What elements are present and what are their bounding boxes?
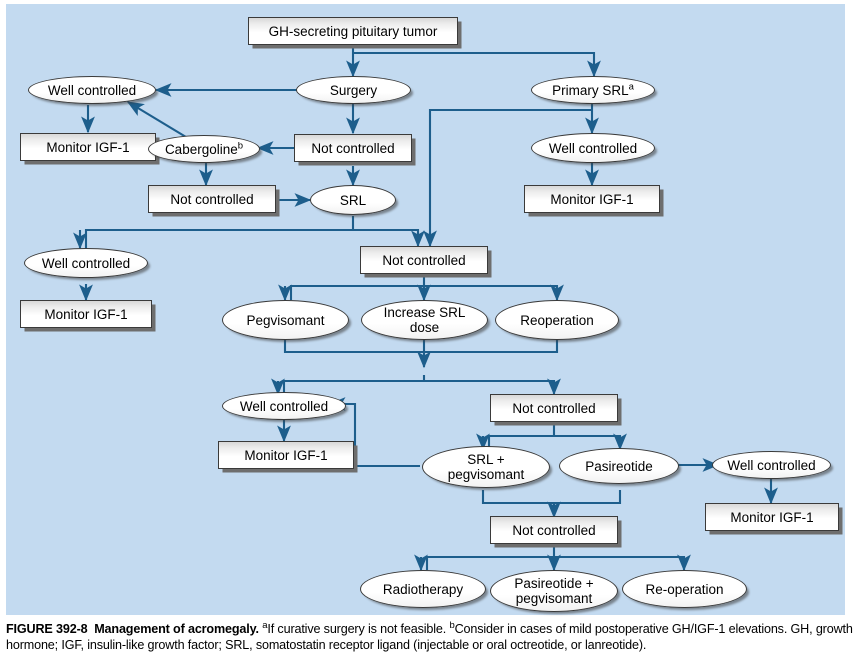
caption-title: Management of acromegaly.: [94, 622, 259, 636]
node-monitor-igf-1-second-line[interactable]: Monitor IGF-1: [218, 441, 354, 469]
node-not-controlled-second-line[interactable]: Not controlled: [490, 394, 618, 422]
figure-caption: FIGURE 392-8 Management of acromegaly. a…: [6, 619, 858, 653]
node-monitor-igf-1-after-surgery[interactable]: Monitor IGF-1: [20, 133, 156, 161]
node-srl[interactable]: SRL: [310, 185, 396, 215]
node-well-controlled-after-srl[interactable]: Well controlled: [24, 248, 148, 278]
node-re-operation[interactable]: Re-operation: [622, 570, 747, 608]
node-srl-plus-pegvisomant[interactable]: SRL + pegvisomant: [422, 446, 550, 488]
node-gh-secreting-pituitary-tumor[interactable]: GH-secreting pituitary tumor: [248, 17, 458, 45]
caption-footnote-marker-b: b: [449, 619, 455, 631]
node-well-controlled-after-pasireotide[interactable]: Well controlled: [712, 451, 831, 479]
caption-footnote-a: If curative surgery is not feasible.: [267, 622, 447, 636]
node-well-controlled-second-line[interactable]: Well controlled: [222, 392, 346, 420]
node-cabergoline[interactable]: Cabergolineb: [148, 135, 260, 163]
node-monitor-igf-1-after-srl[interactable]: Monitor IGF-1: [20, 300, 152, 328]
node-monitor-igf-1-after-pasireotide[interactable]: Monitor IGF-1: [705, 503, 839, 531]
node-not-controlled-after-srl[interactable]: Not controlled: [360, 246, 488, 274]
node-radiotherapy[interactable]: Radiotherapy: [360, 570, 486, 608]
node-reoperation[interactable]: Reoperation: [495, 300, 619, 340]
node-pasireotide-plus-pegvisomant[interactable]: Pasireotide + pegvisomant: [490, 570, 618, 612]
node-not-controlled-after-cabergoline[interactable]: Not controlled: [148, 185, 276, 213]
footnote-marker-a: a: [628, 81, 634, 92]
node-increase-srl-dose[interactable]: Increase SRL dose: [361, 300, 488, 340]
caption-footnote-b: Consider in cases of mild postoperative …: [6, 622, 853, 652]
footnote-marker-b: b: [237, 140, 244, 151]
caption-figure-number: FIGURE 392-8: [6, 622, 88, 636]
node-pasireotide[interactable]: Pasireotide: [559, 448, 679, 484]
node-surgery[interactable]: Surgery: [296, 76, 411, 104]
node-monitor-igf-1-after-primary-srl[interactable]: Monitor IGF-1: [524, 185, 660, 213]
connector-layer: [73, 45, 778, 572]
node-not-controlled-after-surgery[interactable]: Not controlled: [294, 134, 412, 162]
caption-footnote-marker-a: a: [262, 619, 268, 631]
node-primary-srl[interactable]: Primary SRLa: [531, 76, 655, 104]
node-well-controlled-after-surgery[interactable]: Well controlled: [28, 76, 156, 104]
node-well-controlled-after-primary-srl[interactable]: Well controlled: [531, 133, 655, 163]
node-not-controlled-third-line[interactable]: Not controlled: [490, 516, 618, 544]
node-pegvisomant[interactable]: Pegvisomant: [222, 300, 349, 340]
